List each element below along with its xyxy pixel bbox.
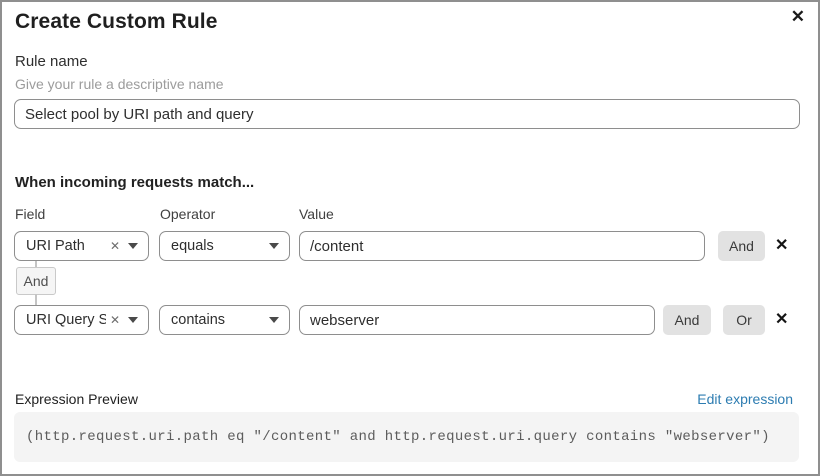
and-button-row2[interactable]: And (663, 305, 711, 335)
dialog-title: Create Custom Rule (15, 10, 218, 33)
chevron-down-icon (269, 243, 279, 249)
and-connector-tag: And (16, 267, 56, 295)
value-input-row2[interactable] (299, 305, 655, 335)
rule-name-input[interactable] (14, 99, 800, 129)
field-select-row1[interactable]: URI Path ✕ (14, 231, 149, 261)
clear-icon[interactable]: ✕ (109, 313, 120, 327)
connector-line (35, 261, 37, 268)
edit-expression-link[interactable]: Edit expression (697, 391, 793, 407)
value-input-row1[interactable] (299, 231, 705, 261)
expression-preview-label: Expression Preview (15, 391, 138, 407)
rule-name-label: Rule name (15, 53, 88, 70)
remove-condition-icon-row2[interactable]: ✕ (775, 311, 789, 328)
or-button-row2[interactable]: Or (723, 305, 765, 335)
clear-icon[interactable]: ✕ (109, 239, 120, 253)
operator-select-row2[interactable]: contains (159, 305, 290, 335)
close-icon[interactable]: ✕ (790, 7, 805, 26)
chevron-down-icon (128, 243, 138, 249)
operator-select-value: contains (171, 312, 226, 328)
rule-name-helper: Give your rule a descriptive name (15, 76, 224, 92)
connector-line (35, 294, 37, 305)
expression-code: (http.request.uri.path eq "/content" and… (26, 429, 770, 445)
expression-code-box: (http.request.uri.path eq "/content" and… (14, 412, 799, 462)
operator-select-value: equals (171, 238, 214, 254)
field-select-value: URI Path (26, 238, 85, 254)
remove-condition-icon-row1[interactable]: ✕ (775, 237, 789, 254)
column-label-value: Value (299, 206, 334, 222)
field-select-value: URI Query St... (26, 312, 106, 328)
operator-select-row1[interactable]: equals (159, 231, 290, 261)
and-button-row1[interactable]: And (718, 231, 765, 261)
chevron-down-icon (269, 317, 279, 323)
column-label-field: Field (15, 206, 46, 222)
chevron-down-icon (128, 317, 138, 323)
field-select-row2[interactable]: URI Query St... ✕ (14, 305, 149, 335)
match-heading: When incoming requests match... (15, 174, 255, 191)
column-label-operator: Operator (160, 206, 216, 222)
